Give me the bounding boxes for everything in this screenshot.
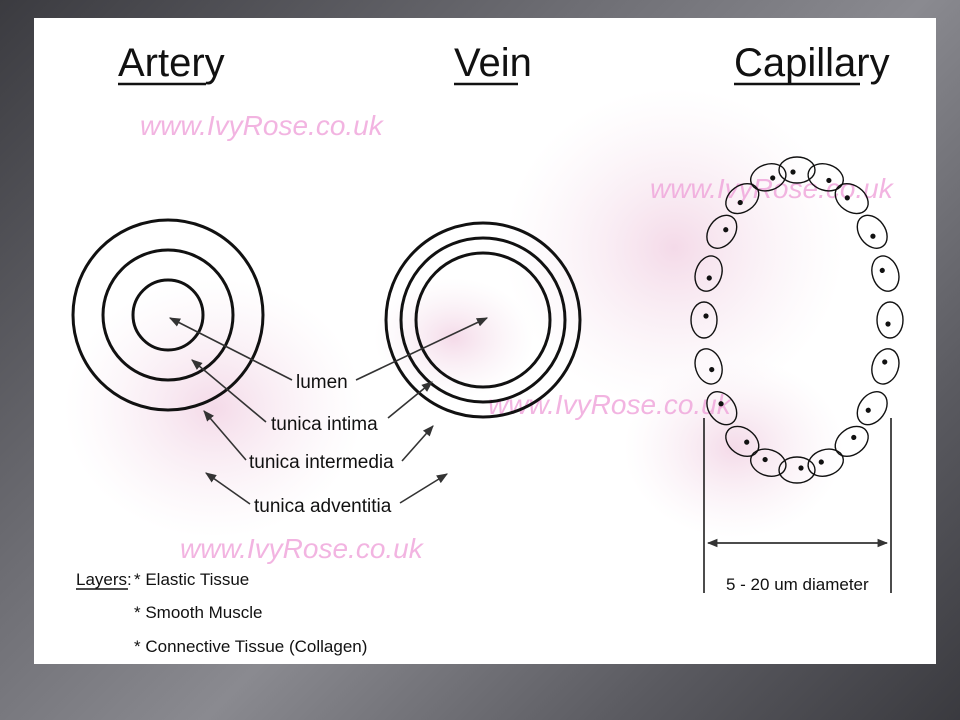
endothelial-cell: [778, 156, 816, 184]
cell-nucleus: [865, 407, 871, 413]
endothelial-cell: [807, 448, 844, 477]
label-pointer-arrows: [169, 317, 489, 505]
cell-nucleus: [762, 456, 768, 463]
label-tunica-intermedia: tunica intermedia: [249, 452, 394, 473]
cell-nucleus: [798, 465, 804, 471]
label-tunica-intima: tunica intima: [271, 414, 378, 435]
cell-nucleus: [882, 359, 888, 365]
artery-outer-ring: [71, 218, 265, 412]
cell-nucleus: [706, 275, 712, 281]
capillary-diameter-dimension: [703, 418, 892, 593]
blood-vessel-diagram: www.IvyRose.co.uk www.IvyRose.co.uk www.…: [64, 41, 904, 656]
endothelial-cell: [871, 255, 900, 292]
cell-nucleus: [703, 313, 709, 319]
intima-to-vein-arrow: [387, 381, 433, 419]
cell-nucleus: [790, 169, 796, 175]
intima-to-artery-arrow: [191, 359, 267, 423]
endothelial-cell: [834, 425, 869, 458]
cell-nucleus: [744, 439, 750, 445]
legend-item: * Connective Tissue (Collagen): [134, 637, 367, 656]
endothelial-cell: [694, 348, 723, 385]
cell-nucleus: [879, 267, 885, 274]
vein-inner-ring: [414, 251, 552, 389]
capillary-diameter-label: 5 - 20 um diameter: [726, 575, 869, 594]
legend-heading: Layers:: [76, 570, 132, 589]
cell-nucleus: [770, 175, 776, 181]
adventitia-to-vein-arrow: [399, 473, 448, 504]
vein-outer-ring: [384, 221, 582, 419]
cell-nucleus: [851, 434, 857, 441]
endothelial-cell: [778, 456, 816, 484]
slide: www.IvyRose.co.uk www.IvyRose.co.uk www.…: [34, 18, 936, 664]
endothelial-cell: [706, 391, 738, 426]
watermark-text: www.IvyRose.co.uk: [488, 389, 733, 420]
endothelial-cell: [706, 214, 738, 249]
endothelial-cell: [725, 425, 760, 458]
cell-nucleus: [870, 233, 876, 239]
layers-legend: Layers: * Elastic Tissue * Smooth Muscle…: [76, 570, 367, 656]
watermark-text: www.IvyRose.co.uk: [140, 110, 385, 141]
adventitia-to-artery-arrow: [205, 472, 251, 505]
cell-nucleus: [709, 366, 715, 373]
endothelial-cell: [690, 301, 718, 339]
cell-nucleus: [885, 321, 891, 327]
endothelial-cell: [807, 163, 844, 192]
cell-nucleus: [723, 227, 729, 233]
watermark-text: www.IvyRose.co.uk: [180, 533, 425, 564]
cell-nucleus: [737, 199, 743, 206]
endothelial-cell: [876, 301, 904, 339]
background-rose-decoration: [64, 88, 844, 538]
endothelial-cell: [834, 182, 869, 215]
artery-cross-section: [71, 218, 265, 412]
label-lumen: lumen: [296, 372, 348, 393]
artery-inner-ring: [131, 278, 205, 352]
legend-item: * Elastic Tissue: [134, 570, 249, 589]
label-tunica-adventitia: tunica adventitia: [254, 496, 392, 517]
vein-cross-section: [384, 221, 582, 419]
legend-item: * Smooth Muscle: [134, 603, 263, 622]
capillary-cross-section: [690, 156, 904, 484]
endothelial-cell: [856, 214, 888, 249]
endothelial-cell: [750, 448, 787, 477]
endothelial-cell: [694, 255, 723, 292]
endothelial-cell: [750, 163, 787, 192]
intermedia-to-artery-arrow: [203, 410, 247, 461]
capillary-title: Capillary: [734, 41, 890, 85]
cell-nucleus: [718, 401, 724, 407]
cell-nucleus: [818, 459, 824, 465]
endothelial-cell: [725, 182, 760, 215]
vein-title: Vein: [454, 41, 532, 85]
vein-middle-ring: [399, 236, 567, 404]
artery-middle-ring: [101, 248, 235, 382]
cell-nucleus: [844, 195, 850, 201]
intermedia-to-vein-arrow: [401, 425, 434, 462]
cell-nucleus: [826, 177, 832, 184]
artery-title: Artery: [118, 41, 225, 85]
endothelial-cell: [856, 391, 888, 426]
endothelial-cell: [871, 348, 900, 385]
lumen-to-artery-arrow: [169, 317, 293, 381]
lumen-to-vein-arrow: [355, 317, 489, 381]
